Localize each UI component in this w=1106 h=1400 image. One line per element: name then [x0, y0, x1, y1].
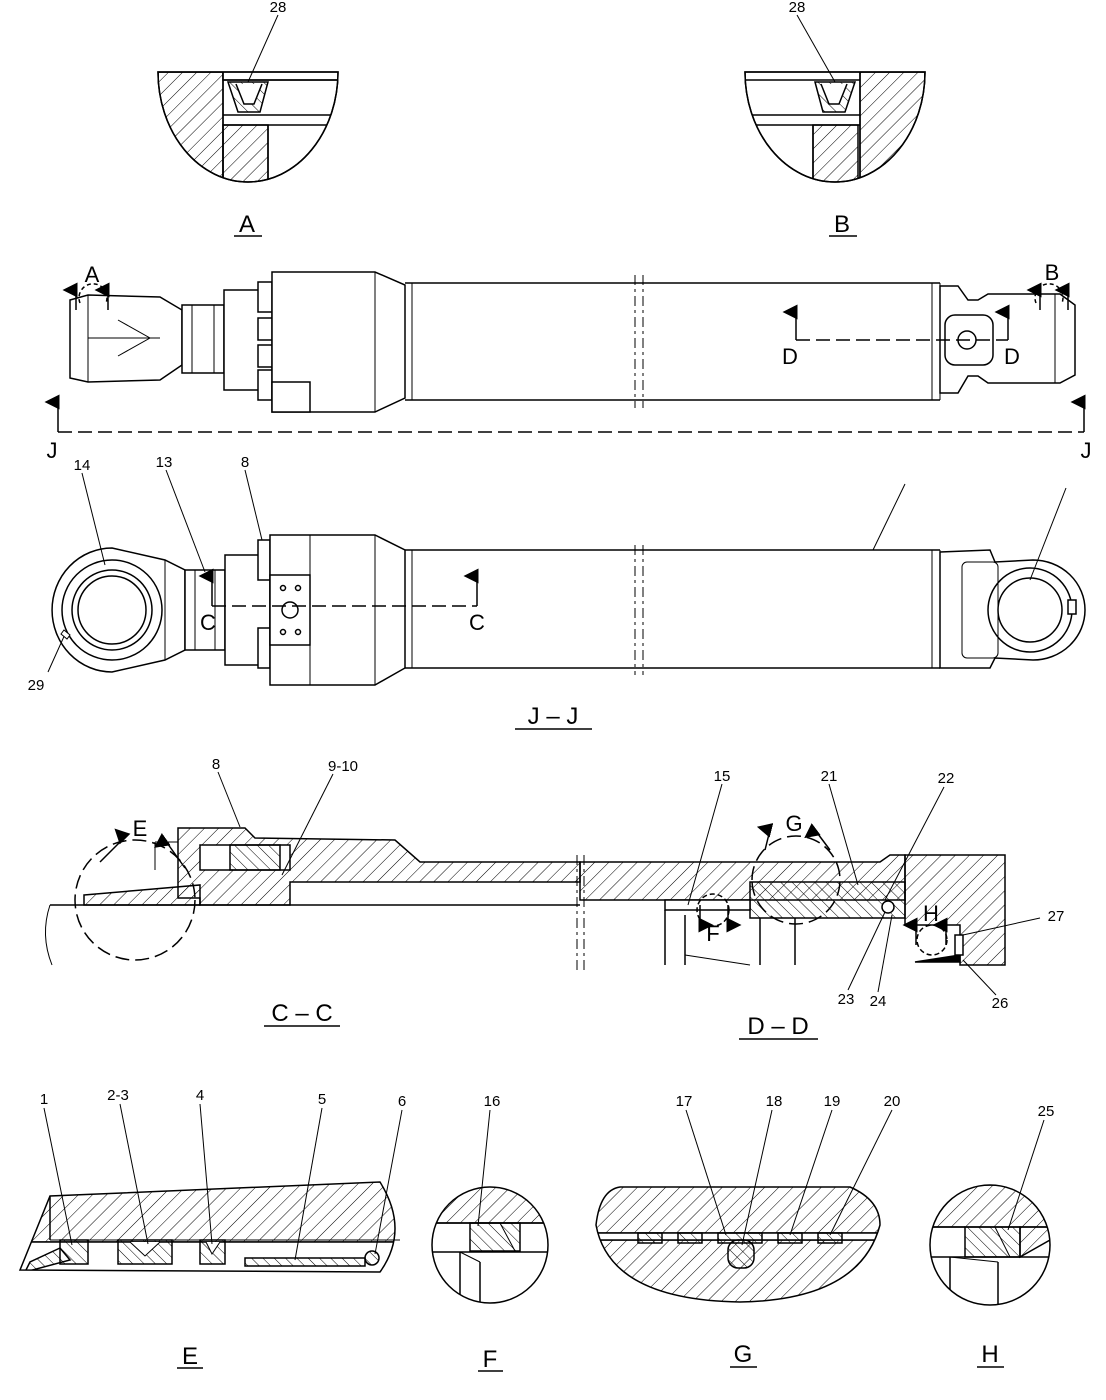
callout-26-a: 28: [270, 0, 287, 16]
cut-marker-d-left: D: [782, 344, 798, 369]
callout-25: 27: [1048, 908, 1065, 925]
callout-7: 8: [212, 756, 220, 773]
cut-marker-g: G: [785, 811, 802, 836]
section-jj-title: J – J: [528, 703, 579, 730]
detail-g-title: G: [734, 1341, 753, 1368]
callout-17: 19: [824, 1093, 841, 1110]
callout-20: 22: [938, 770, 955, 787]
detail-h-title: H: [981, 1341, 998, 1368]
cut-marker-h: H: [923, 901, 939, 926]
callout-19: 21: [821, 768, 838, 785]
leaders-jj: [47, 469, 1067, 673]
leader-14: [477, 1109, 491, 1227]
callout-22: 24: [870, 993, 887, 1010]
callout-2-3: 2-3: [107, 1087, 129, 1104]
callout-5: 5: [318, 1091, 326, 1108]
detail-b-view: [744, 14, 926, 183]
callout-12: 14: [74, 457, 91, 474]
section-jj-view: [51, 534, 1086, 686]
cut-marker-a: A: [85, 262, 100, 287]
cut-marker-c-left: C: [200, 610, 216, 635]
cut-marker-j-left: J: [47, 438, 58, 463]
leaders-g: [685, 1109, 893, 1246]
detail-b-title: B: [834, 211, 850, 238]
detail-a-view: [157, 14, 339, 183]
callout-26-b: 28: [789, 0, 806, 16]
detail-h-view: [929, 1184, 1051, 1306]
leaders-dd: [687, 783, 1041, 996]
cut-marker-d-right: D: [1004, 344, 1020, 369]
detail-f-view: [431, 1186, 549, 1304]
cylinder-top-view: [69, 271, 1076, 413]
cut-marker-b: B: [1045, 260, 1060, 285]
section-dd-title: D – D: [747, 1013, 808, 1040]
grease-fitting-icon: [60, 629, 71, 640]
leaders-cc: [217, 771, 334, 876]
callout-18: 20: [884, 1093, 901, 1110]
callout-24: 26: [992, 995, 1009, 1012]
callout-21: 23: [838, 991, 855, 1008]
detail-e-marker: [74, 828, 196, 961]
callout-16: 18: [766, 1093, 783, 1110]
detail-f-title: F: [483, 1346, 498, 1373]
cut-line-c: [198, 568, 479, 607]
detail-e-title: E: [182, 1343, 198, 1370]
callout-1: 1: [40, 1091, 48, 1108]
detail-markers-dd: [696, 823, 948, 956]
section-dd-view: [579, 854, 1006, 966]
detail-e-view: [18, 1181, 400, 1273]
cut-marker-c-right: C: [469, 610, 485, 635]
section-cc-view: [45, 827, 585, 970]
callout-13: 15: [714, 768, 731, 785]
leader-23: [1007, 1119, 1045, 1231]
callout-11: 13: [156, 454, 173, 471]
cut-marker-j-right: J: [1081, 438, 1092, 463]
section-cc-title: C – C: [271, 1000, 332, 1027]
callout-4: 4: [196, 1087, 204, 1104]
cut-lines-top: [44, 282, 1086, 433]
leaders-e: [43, 1103, 403, 1261]
callout-8: 8: [241, 454, 249, 471]
callout-6: 6: [398, 1093, 406, 1110]
callout-15: 17: [676, 1093, 693, 1110]
cut-marker-f: F: [706, 921, 719, 946]
callout-9-10: 9-10: [328, 758, 358, 775]
detail-a-title: A: [239, 211, 255, 238]
callout-14: 16: [484, 1093, 501, 1110]
cut-marker-e: E: [133, 816, 148, 841]
callout-27: 29: [28, 677, 45, 694]
callout-23: 25: [1038, 1103, 1055, 1120]
